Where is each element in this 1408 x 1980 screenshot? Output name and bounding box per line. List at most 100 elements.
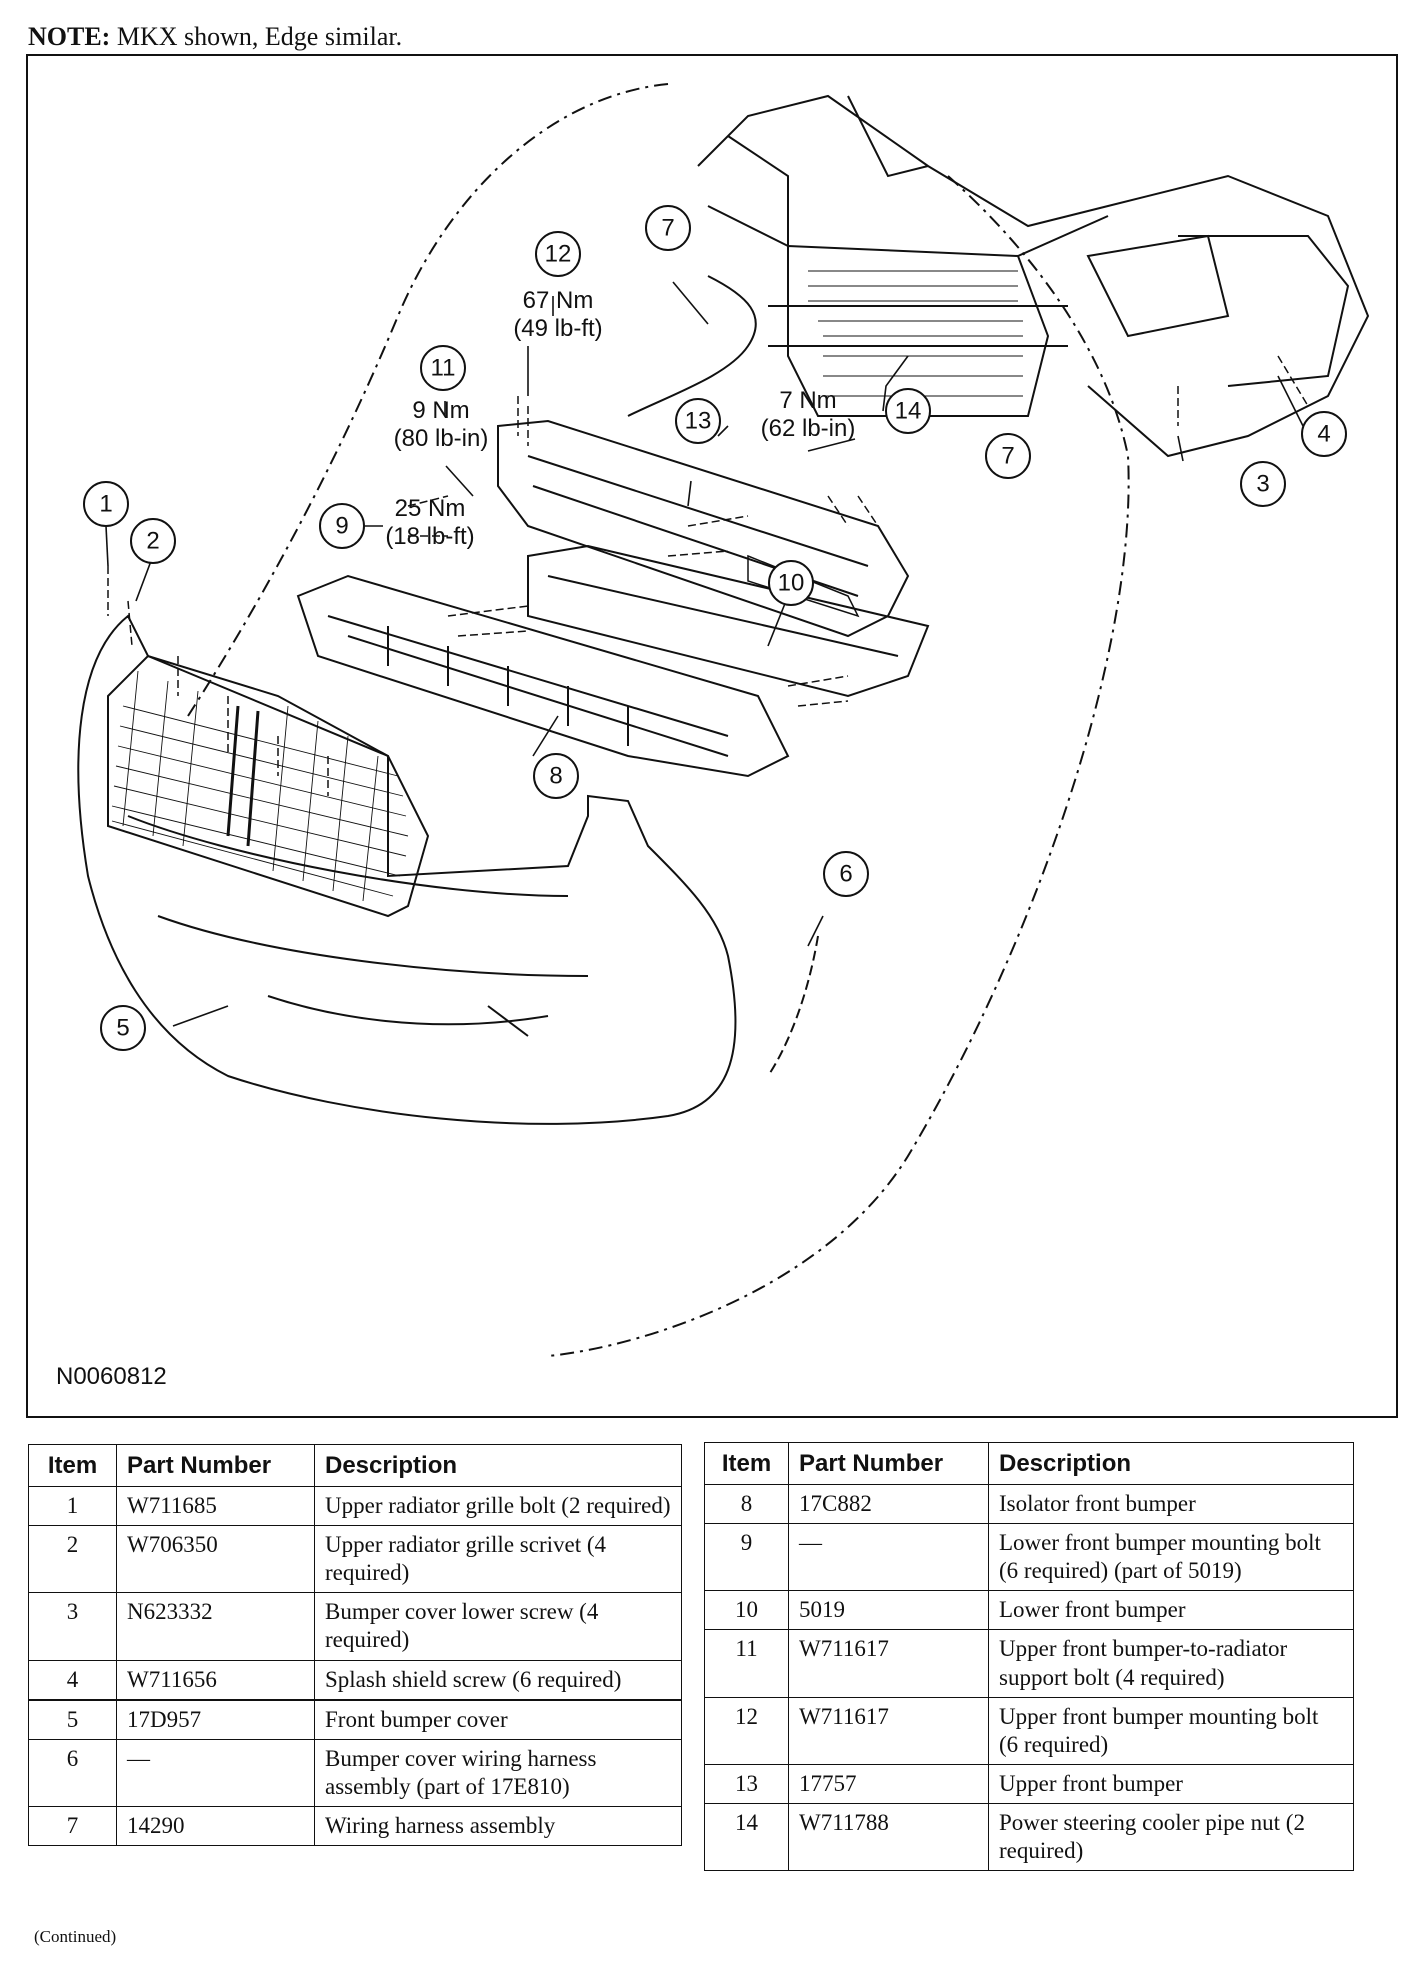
- row-item: 9: [704, 1523, 789, 1592]
- row-description: Front bumper cover: [314, 1699, 682, 1740]
- callout-circle-9: [319, 503, 365, 549]
- callout-circle-7b: [985, 433, 1031, 479]
- row-part-number: W711788: [788, 1803, 989, 1871]
- row-part-number: —: [116, 1739, 315, 1807]
- callout-circle-10: [768, 560, 814, 606]
- continued-note: (Continued): [34, 1927, 117, 1946]
- torque-12-imperial: (49 lb-ft): [513, 315, 602, 342]
- row-description: Lower front bumper: [988, 1590, 1354, 1631]
- table-row: 9—Lower front bumper mounting bolt (6 re…: [704, 1523, 1354, 1592]
- row-item: 13: [704, 1764, 789, 1804]
- upper-front-bumper: [497, 419, 910, 638]
- leader-lines: [105, 281, 1304, 1027]
- row-description: Upper front bumper: [988, 1764, 1354, 1804]
- callout-circle-1: [83, 481, 129, 527]
- front-bumper-cover: [77, 614, 737, 1125]
- row-item: 5: [28, 1699, 117, 1740]
- lower-front-bumper: [527, 544, 930, 698]
- row-description: Upper front bumper-to-radiator support b…: [988, 1629, 1354, 1698]
- callout-circle-7a: [645, 205, 691, 251]
- callout-label-12: 12: [545, 241, 572, 268]
- row-description: Wiring harness assembly: [314, 1806, 682, 1846]
- callout-label-14: 14: [895, 398, 922, 425]
- callout-label-1: 1: [99, 491, 112, 518]
- callout-label-3: 3: [1256, 471, 1269, 498]
- callout-circle-14: [885, 388, 931, 434]
- callout-label-8: 8: [549, 763, 562, 790]
- table-header-row: Item Part Number Description: [704, 1441, 1354, 1486]
- row-part-number: 17C882: [788, 1484, 989, 1525]
- torque-9-imperial: (18 lb-ft): [385, 523, 474, 550]
- row-item: 4: [28, 1660, 117, 1701]
- callout-label-2: 2: [146, 528, 159, 555]
- callout-label-7a: 7: [661, 215, 674, 242]
- row-description: Bumper cover lower screw (4 required): [314, 1592, 682, 1661]
- row-item: 3: [28, 1592, 117, 1661]
- row-part-number: N623332: [116, 1592, 315, 1661]
- torque-14-imperial: (62 lb-in): [761, 415, 856, 442]
- row-part-number: 17D957: [116, 1699, 315, 1740]
- row-part-number: W711656: [116, 1660, 315, 1701]
- note: NOTE: MKX shown, Edge similar.: [28, 22, 402, 52]
- radiator-core: [808, 270, 1023, 397]
- table-row: 6—Bumper cover wiring harness assembly (…: [28, 1739, 682, 1807]
- radiator-grille: [107, 654, 430, 918]
- callout-circle-13: [675, 398, 721, 444]
- note-label: NOTE:: [28, 22, 111, 51]
- grille-mesh: [111, 670, 409, 902]
- row-part-number: 5019: [788, 1590, 989, 1631]
- diagram-frame: 1 2 3 4 5 6 7 7 8 9 10 11 12 13 14 67 Nm…: [26, 54, 1398, 1418]
- outline-right: [547, 175, 1130, 1357]
- torque-12-nm: 67 Nm: [523, 287, 594, 314]
- bumper-diagram: 1 2 3 4 5 6 7 7 8 9 10 11 12 13 14 67 Nm…: [56, 83, 1370, 1390]
- row-item: 11: [704, 1629, 789, 1698]
- callout-label-11: 11: [431, 355, 456, 382]
- callout-label-5: 5: [116, 1015, 129, 1042]
- table-header-row: Item Part Number Description: [28, 1443, 682, 1488]
- callout-circle-4: [1301, 411, 1347, 457]
- fasteners: [107, 355, 1309, 796]
- header-part-number: Part Number: [788, 1441, 989, 1486]
- torque-11-nm: 9 Nm: [412, 397, 469, 424]
- torque-11-imperial: (80 lb-in): [394, 425, 489, 452]
- row-description: Bumper cover wiring harness assembly (pa…: [314, 1739, 682, 1807]
- callout-label-4: 4: [1317, 421, 1330, 448]
- header-item: Item: [28, 1443, 117, 1488]
- outline-left: [187, 83, 669, 717]
- callout-circle-11: [420, 345, 466, 391]
- callout-label-7b: 7: [1001, 443, 1014, 470]
- callout-label-10: 10: [778, 570, 805, 597]
- callout-label-9: 9: [335, 513, 348, 540]
- row-description: Lower front bumper mounting bolt (6 requ…: [988, 1523, 1354, 1592]
- callout-circle-8: [533, 753, 579, 799]
- row-part-number: W711617: [788, 1697, 989, 1765]
- callout-label-6: 6: [839, 861, 852, 888]
- callout-circle-3: [1240, 461, 1286, 507]
- header-item: Item: [704, 1441, 789, 1486]
- row-item: 1: [28, 1486, 117, 1527]
- row-item: 6: [28, 1739, 117, 1807]
- row-part-number: 14290: [116, 1806, 315, 1846]
- radiator-support: [697, 94, 1370, 458]
- row-item: 14: [704, 1803, 789, 1871]
- row-description: Upper front bumper mounting bolt (6 requ…: [988, 1697, 1354, 1765]
- row-part-number: W711617: [788, 1629, 989, 1698]
- callout-circle-6: [823, 851, 869, 897]
- callout-circle-2: [130, 518, 176, 564]
- row-description: Isolator front bumper: [988, 1484, 1354, 1525]
- note-text: MKX shown, Edge similar.: [116, 22, 403, 51]
- row-item: 2: [28, 1525, 117, 1594]
- header-description: Description: [314, 1443, 682, 1488]
- row-description: Splash shield screw (6 required): [314, 1660, 682, 1701]
